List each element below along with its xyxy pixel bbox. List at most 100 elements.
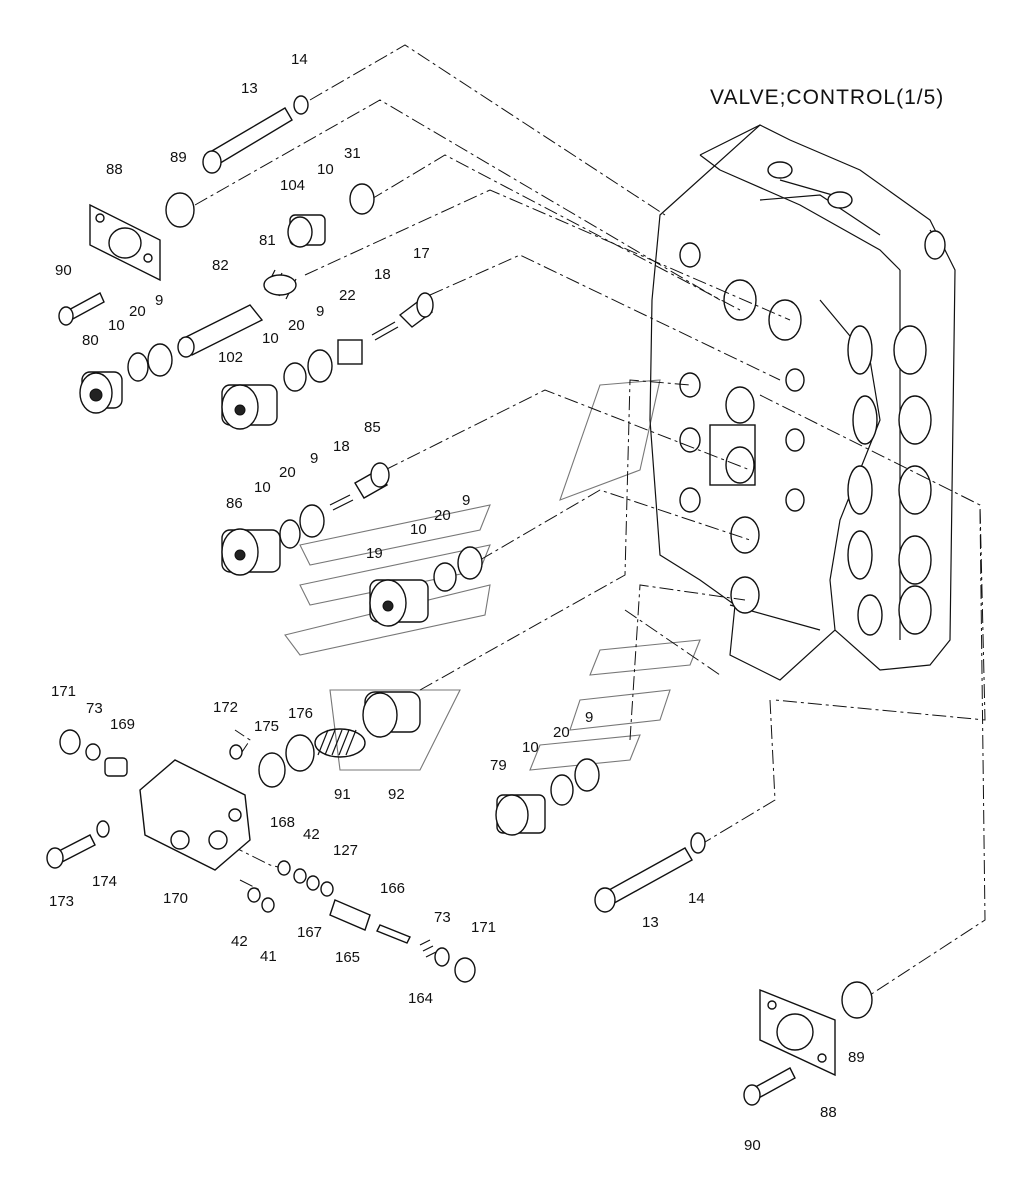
callout-22: 22 bbox=[339, 287, 356, 304]
callout-42: 42 bbox=[231, 933, 248, 950]
callout-88: 88 bbox=[106, 161, 123, 178]
callout-89: 89 bbox=[170, 149, 187, 166]
part-173-bolt bbox=[46, 834, 96, 869]
part-176-oring bbox=[285, 734, 315, 772]
callout-9: 9 bbox=[585, 709, 593, 726]
part-20-ring-e bbox=[550, 774, 574, 806]
part-86-plug bbox=[221, 528, 281, 576]
callout-10: 10 bbox=[522, 739, 539, 756]
callout-104: 104 bbox=[280, 177, 305, 194]
part-81-spring bbox=[263, 269, 297, 300]
callout-85: 85 bbox=[364, 419, 381, 436]
part-88-flange-bottom bbox=[759, 988, 836, 1077]
callout-89: 89 bbox=[848, 1049, 865, 1066]
callout-20: 20 bbox=[553, 724, 570, 741]
part-73-oring-b bbox=[434, 947, 450, 967]
callout-171: 171 bbox=[471, 919, 496, 936]
part-170-block bbox=[139, 759, 251, 871]
callout-172: 172 bbox=[213, 699, 238, 716]
part-20-ring-c bbox=[279, 519, 301, 549]
callout-173: 173 bbox=[49, 893, 74, 910]
callout-127: 127 bbox=[333, 842, 358, 859]
callout-9: 9 bbox=[310, 450, 318, 467]
callout-20: 20 bbox=[279, 464, 296, 481]
part-17-poppet bbox=[398, 292, 434, 328]
callout-73: 73 bbox=[86, 700, 103, 717]
callout-81: 81 bbox=[259, 232, 276, 249]
part-14-washer-bottom bbox=[690, 832, 706, 854]
callout-92: 92 bbox=[388, 786, 405, 803]
valve-body bbox=[649, 124, 956, 681]
part-90-bolt-bottom bbox=[743, 1067, 796, 1106]
callout-170: 170 bbox=[163, 890, 188, 907]
callout-79: 79 bbox=[490, 757, 507, 774]
callout-10: 10 bbox=[254, 479, 271, 496]
callout-171: 171 bbox=[51, 683, 76, 700]
part-42-oring-b bbox=[247, 887, 261, 903]
part-174-washer bbox=[96, 820, 110, 838]
callout-42: 42 bbox=[303, 826, 320, 843]
diagram-title: VALVE;CONTROL(1/5) bbox=[710, 86, 945, 109]
part-166-pin bbox=[376, 924, 411, 944]
part-91-spring bbox=[314, 728, 366, 758]
callout-164: 164 bbox=[408, 990, 433, 1007]
part-9-oring-c bbox=[299, 504, 325, 538]
callout-90: 90 bbox=[744, 1137, 761, 1154]
callout-9: 9 bbox=[462, 492, 470, 509]
part-41-plug bbox=[261, 897, 275, 913]
part-92-plug bbox=[362, 691, 421, 738]
part-82-spool bbox=[177, 304, 264, 358]
part-9-oring-b bbox=[307, 349, 333, 383]
callout-41: 41 bbox=[260, 948, 277, 965]
part-13-bolt-top bbox=[202, 107, 293, 174]
callout-14: 14 bbox=[291, 51, 308, 68]
callout-169: 169 bbox=[110, 716, 135, 733]
callout-166: 166 bbox=[380, 880, 405, 897]
callout-17: 17 bbox=[413, 245, 430, 262]
callout-91: 91 bbox=[334, 786, 351, 803]
leader-lines bbox=[194, 44, 986, 996]
part-80-plug bbox=[79, 371, 123, 414]
callout-9: 9 bbox=[155, 292, 163, 309]
part-9-oring-a bbox=[147, 343, 173, 377]
part-9-oring-e bbox=[574, 758, 600, 792]
callout-90: 90 bbox=[55, 262, 72, 279]
callout-20: 20 bbox=[129, 303, 146, 320]
callout-174: 174 bbox=[92, 873, 117, 890]
part-13-bolt-bottom bbox=[594, 847, 693, 913]
callout-102: 102 bbox=[218, 349, 243, 366]
part-104-plug bbox=[287, 214, 326, 248]
callout-175: 175 bbox=[254, 718, 279, 735]
callout-9: 9 bbox=[316, 303, 324, 320]
part-31-oring bbox=[349, 183, 375, 215]
callout-14: 14 bbox=[688, 890, 705, 907]
callout-88: 88 bbox=[820, 1104, 837, 1121]
part-88-flange-top bbox=[89, 203, 161, 282]
part-18-spring-b bbox=[329, 494, 354, 511]
part-22-piston bbox=[337, 339, 363, 365]
callout-31: 31 bbox=[344, 145, 361, 162]
part-165-spool bbox=[329, 899, 371, 931]
part-172-oring bbox=[229, 744, 243, 760]
callout-13: 13 bbox=[241, 80, 258, 97]
part-89-oring-bottom bbox=[841, 981, 873, 1019]
part-9-oring-d bbox=[457, 546, 483, 580]
part-89-oring-top bbox=[165, 192, 195, 228]
part-20-ring-b bbox=[283, 362, 307, 392]
part-171-plug-a bbox=[59, 729, 81, 755]
part-90-bolt-top bbox=[58, 292, 105, 326]
callout-10: 10 bbox=[410, 521, 427, 538]
part-127-ring bbox=[320, 881, 334, 897]
part-14-washer-top bbox=[293, 95, 309, 115]
callout-168: 168 bbox=[270, 814, 295, 831]
part-73-oring-a bbox=[85, 743, 101, 761]
callout-18: 18 bbox=[333, 438, 350, 455]
part-85-poppet bbox=[354, 462, 390, 499]
part-42-oring-a bbox=[293, 868, 307, 884]
callout-167: 167 bbox=[297, 924, 322, 941]
part-79-plug bbox=[495, 794, 546, 836]
part-169-plug bbox=[104, 757, 128, 777]
part-19-plug bbox=[369, 579, 429, 627]
callout-176: 176 bbox=[288, 705, 313, 722]
part-18-spring-a bbox=[371, 321, 399, 341]
